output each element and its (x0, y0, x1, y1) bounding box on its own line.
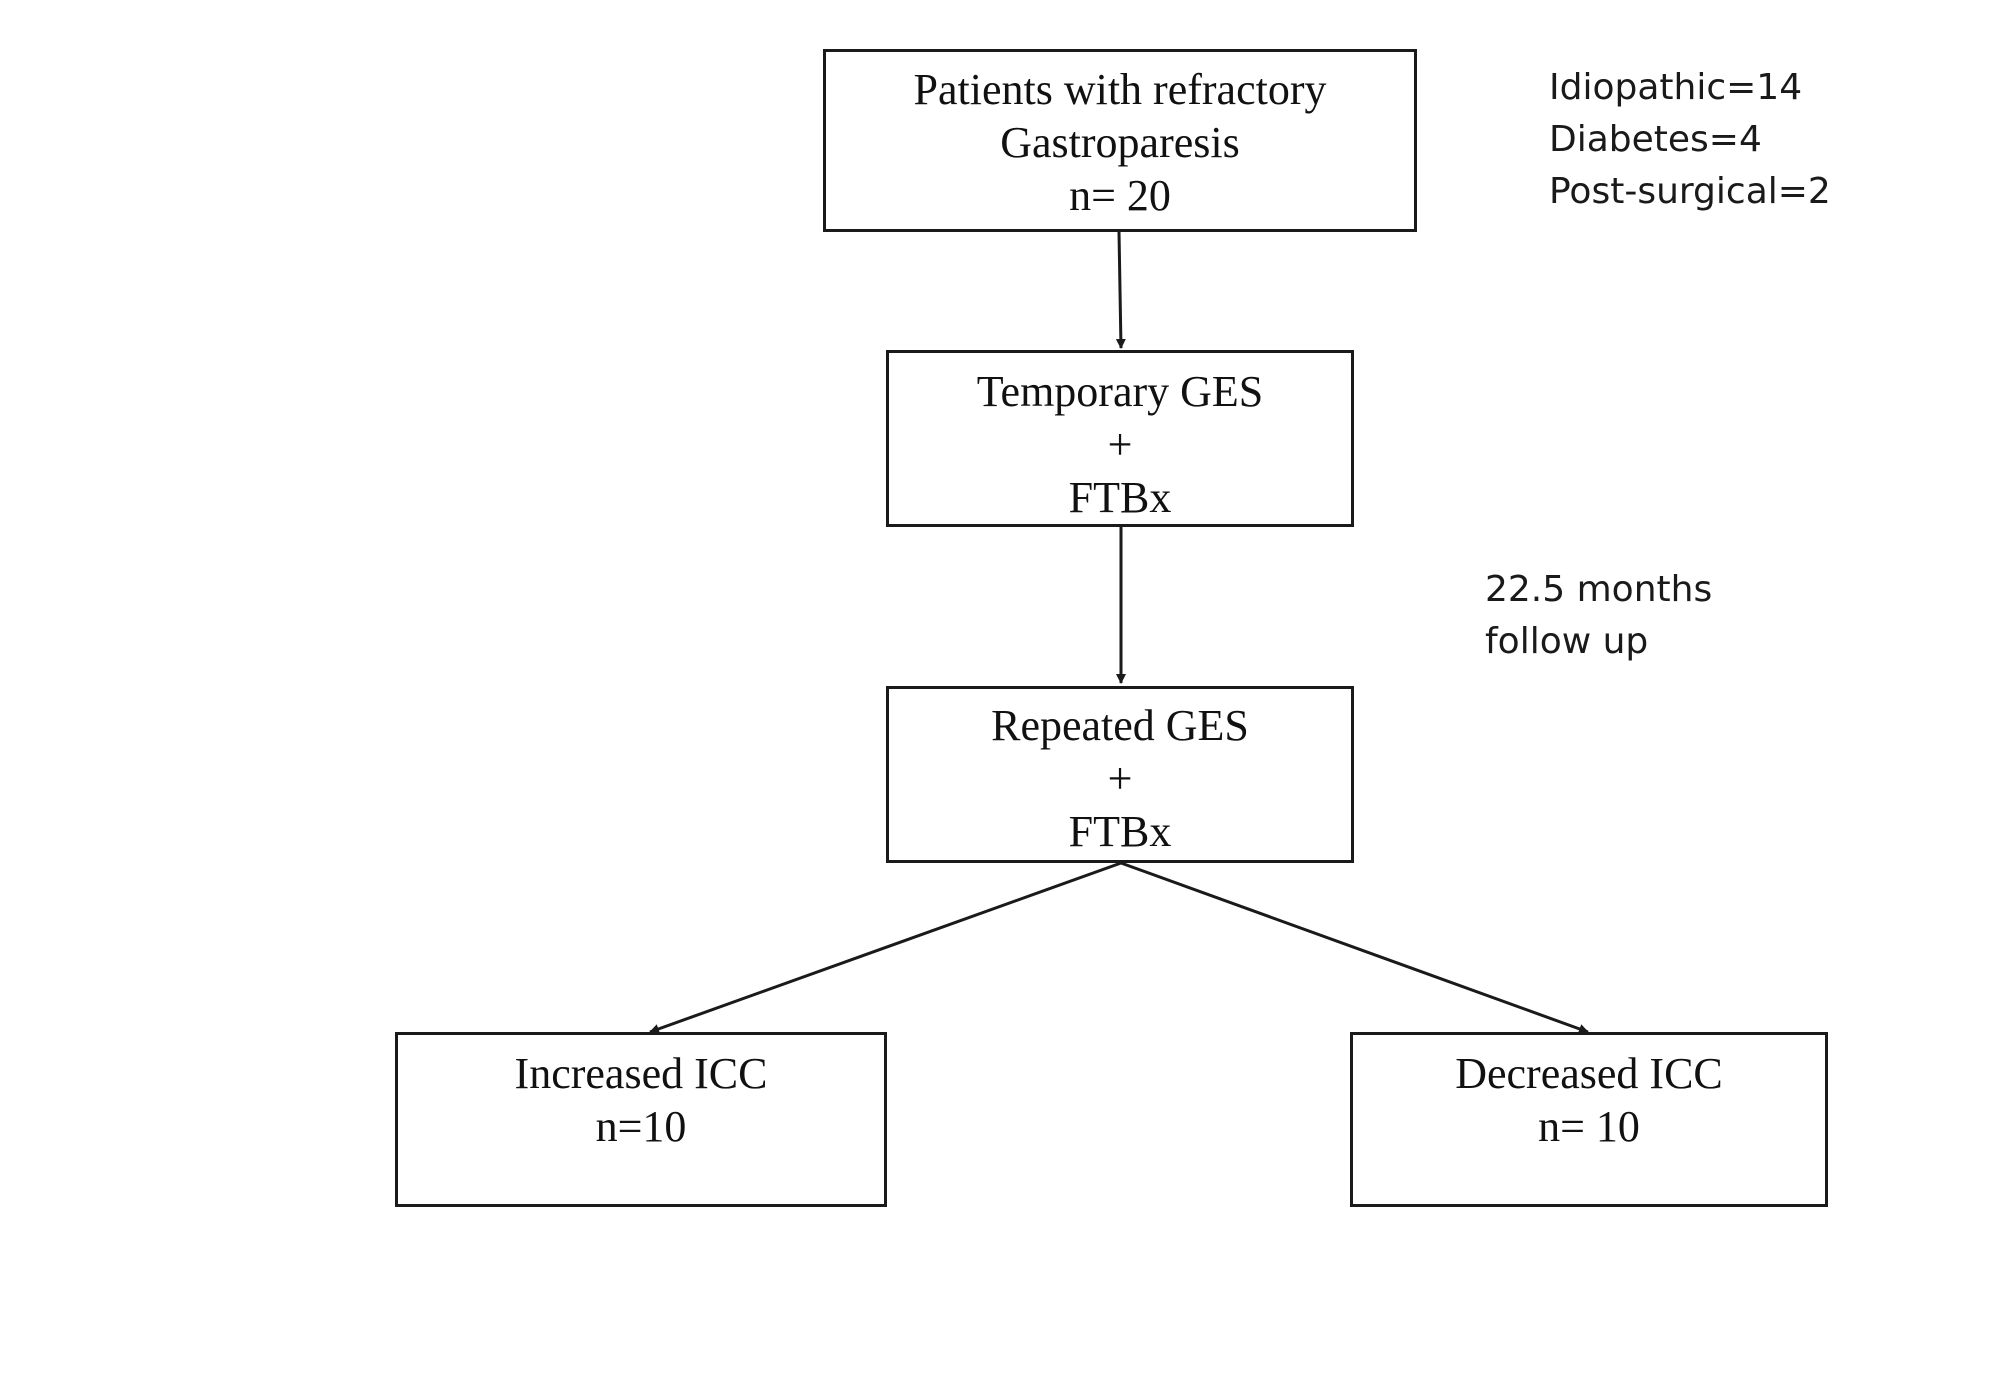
box-line: FTBx (1068, 473, 1172, 522)
followup-line: 22.5 months (1485, 569, 1713, 610)
box-line: n= 10 (1538, 1102, 1640, 1151)
box-line: Decreased ICC (1455, 1049, 1723, 1098)
etiology-note: Idiopathic=14 Diabetes=4 Post-surgical=2 (1549, 62, 1831, 218)
arrow-repeated-to-increased (649, 861, 1122, 1034)
box-line: Gastroparesis (1000, 118, 1240, 167)
followup-note: 22.5 months follow up (1485, 564, 1712, 668)
box-line: + (1107, 754, 1133, 803)
etiology-line: Diabetes=4 (1549, 119, 1762, 160)
arrow-repeated-to-decreased (1120, 861, 1589, 1034)
followup-line: follow up (1485, 621, 1649, 662)
etiology-line: Post-surgical=2 (1549, 171, 1831, 212)
etiology-line: Idiopathic=14 (1549, 67, 1803, 108)
box-decreased-icc: Decreased ICC n= 10 (1350, 1032, 1828, 1207)
box-line: Repeated GES (991, 701, 1249, 750)
box-line: + (1107, 420, 1133, 469)
box-line: n=10 (595, 1102, 687, 1151)
box-line: Temporary GES (976, 367, 1264, 416)
box-temporary-ges: Temporary GES + FTBx (886, 350, 1354, 527)
arrow-start-to-temporary (1115, 231, 1126, 349)
box-line: Patients with refractory (913, 65, 1327, 114)
box-line: Increased ICC (514, 1049, 768, 1098)
box-line: FTBx (1068, 807, 1172, 856)
box-refractory-gastroparesis: Patients with refractory Gastroparesis n… (823, 49, 1417, 232)
box-line: n= 20 (1069, 171, 1171, 220)
box-increased-icc: Increased ICC n=10 (395, 1032, 887, 1207)
box-repeated-ges: Repeated GES + FTBx (886, 686, 1354, 863)
